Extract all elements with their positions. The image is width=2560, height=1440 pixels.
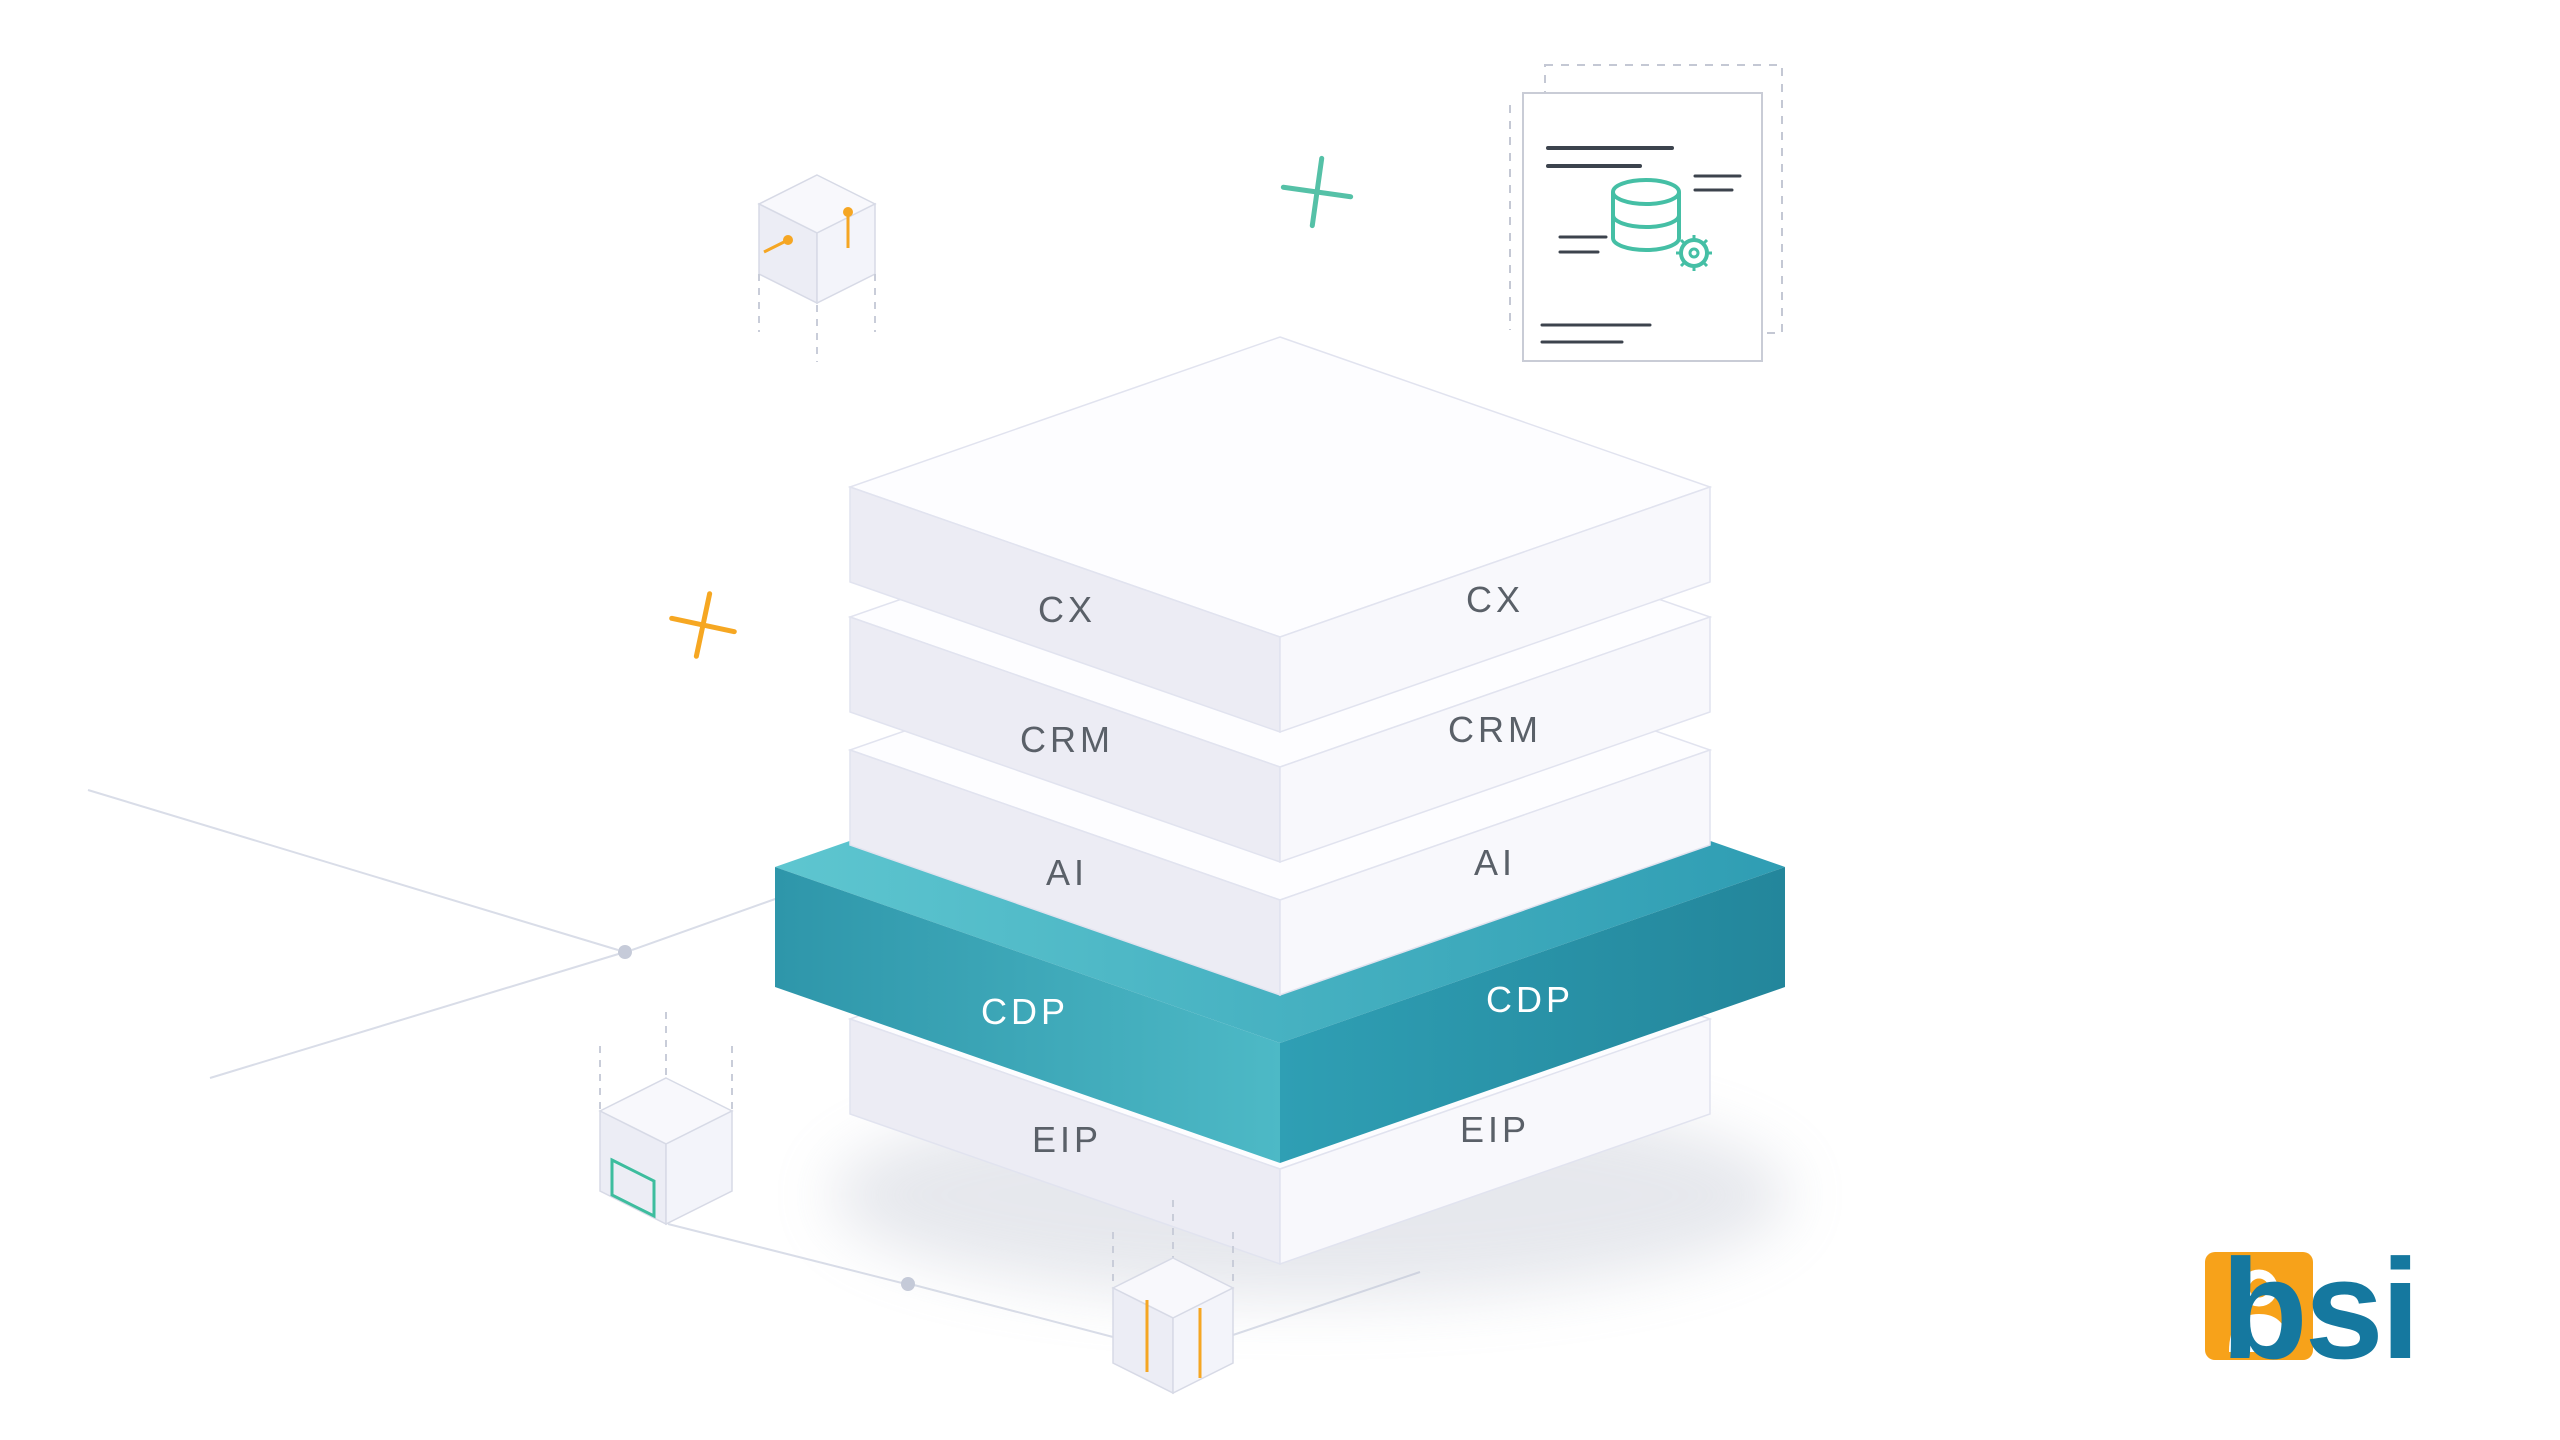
- cube-teal-accent: [610, 1157, 656, 1219]
- card-text-lines: [1546, 146, 1674, 168]
- logo-text: bsi: [2221, 1230, 2420, 1389]
- cube-orange-accents-bottom: [1145, 1300, 1202, 1378]
- person-icon: [2229, 1269, 2289, 1352]
- layer-label-cdp-left: CDP: [981, 991, 1069, 1032]
- layer-label-eip-right: EIP: [1460, 1109, 1530, 1150]
- layer-label-cdp-right: CDP: [1486, 979, 1574, 1020]
- logo: bsi: [2205, 1239, 2420, 1381]
- layer-label-ai-left: AI: [1046, 852, 1088, 893]
- cube-icon-bottom: [1111, 1200, 1235, 1395]
- layer-label-cx-left: CX: [1038, 589, 1096, 630]
- connector-dot-left: [618, 945, 632, 959]
- layer-label-eip-left: EIP: [1032, 1119, 1102, 1160]
- database-icon: [1611, 178, 1681, 252]
- cube-icon-top-left: [757, 174, 877, 362]
- plus-icon-orange: [669, 591, 737, 659]
- layer-label-ai-right: AI: [1474, 842, 1516, 883]
- connector-lines-left: [87, 789, 779, 1079]
- layer-label-cx-right: CX: [1466, 579, 1524, 620]
- logo-mark: [2205, 1252, 2313, 1360]
- plus-icon-teal: [1280, 155, 1354, 229]
- cube-icon-left: [598, 1012, 734, 1226]
- layer-slab-cx: [847, 336, 1713, 734]
- layer-label-crm-left: CRM: [1020, 719, 1114, 760]
- gear-icon: [1676, 235, 1712, 271]
- cube-orange-accents: [763, 207, 853, 254]
- layer-label-crm-right: CRM: [1448, 709, 1542, 750]
- connector-dot-bottom: [901, 1277, 915, 1291]
- data-card-icon: [1509, 64, 1783, 362]
